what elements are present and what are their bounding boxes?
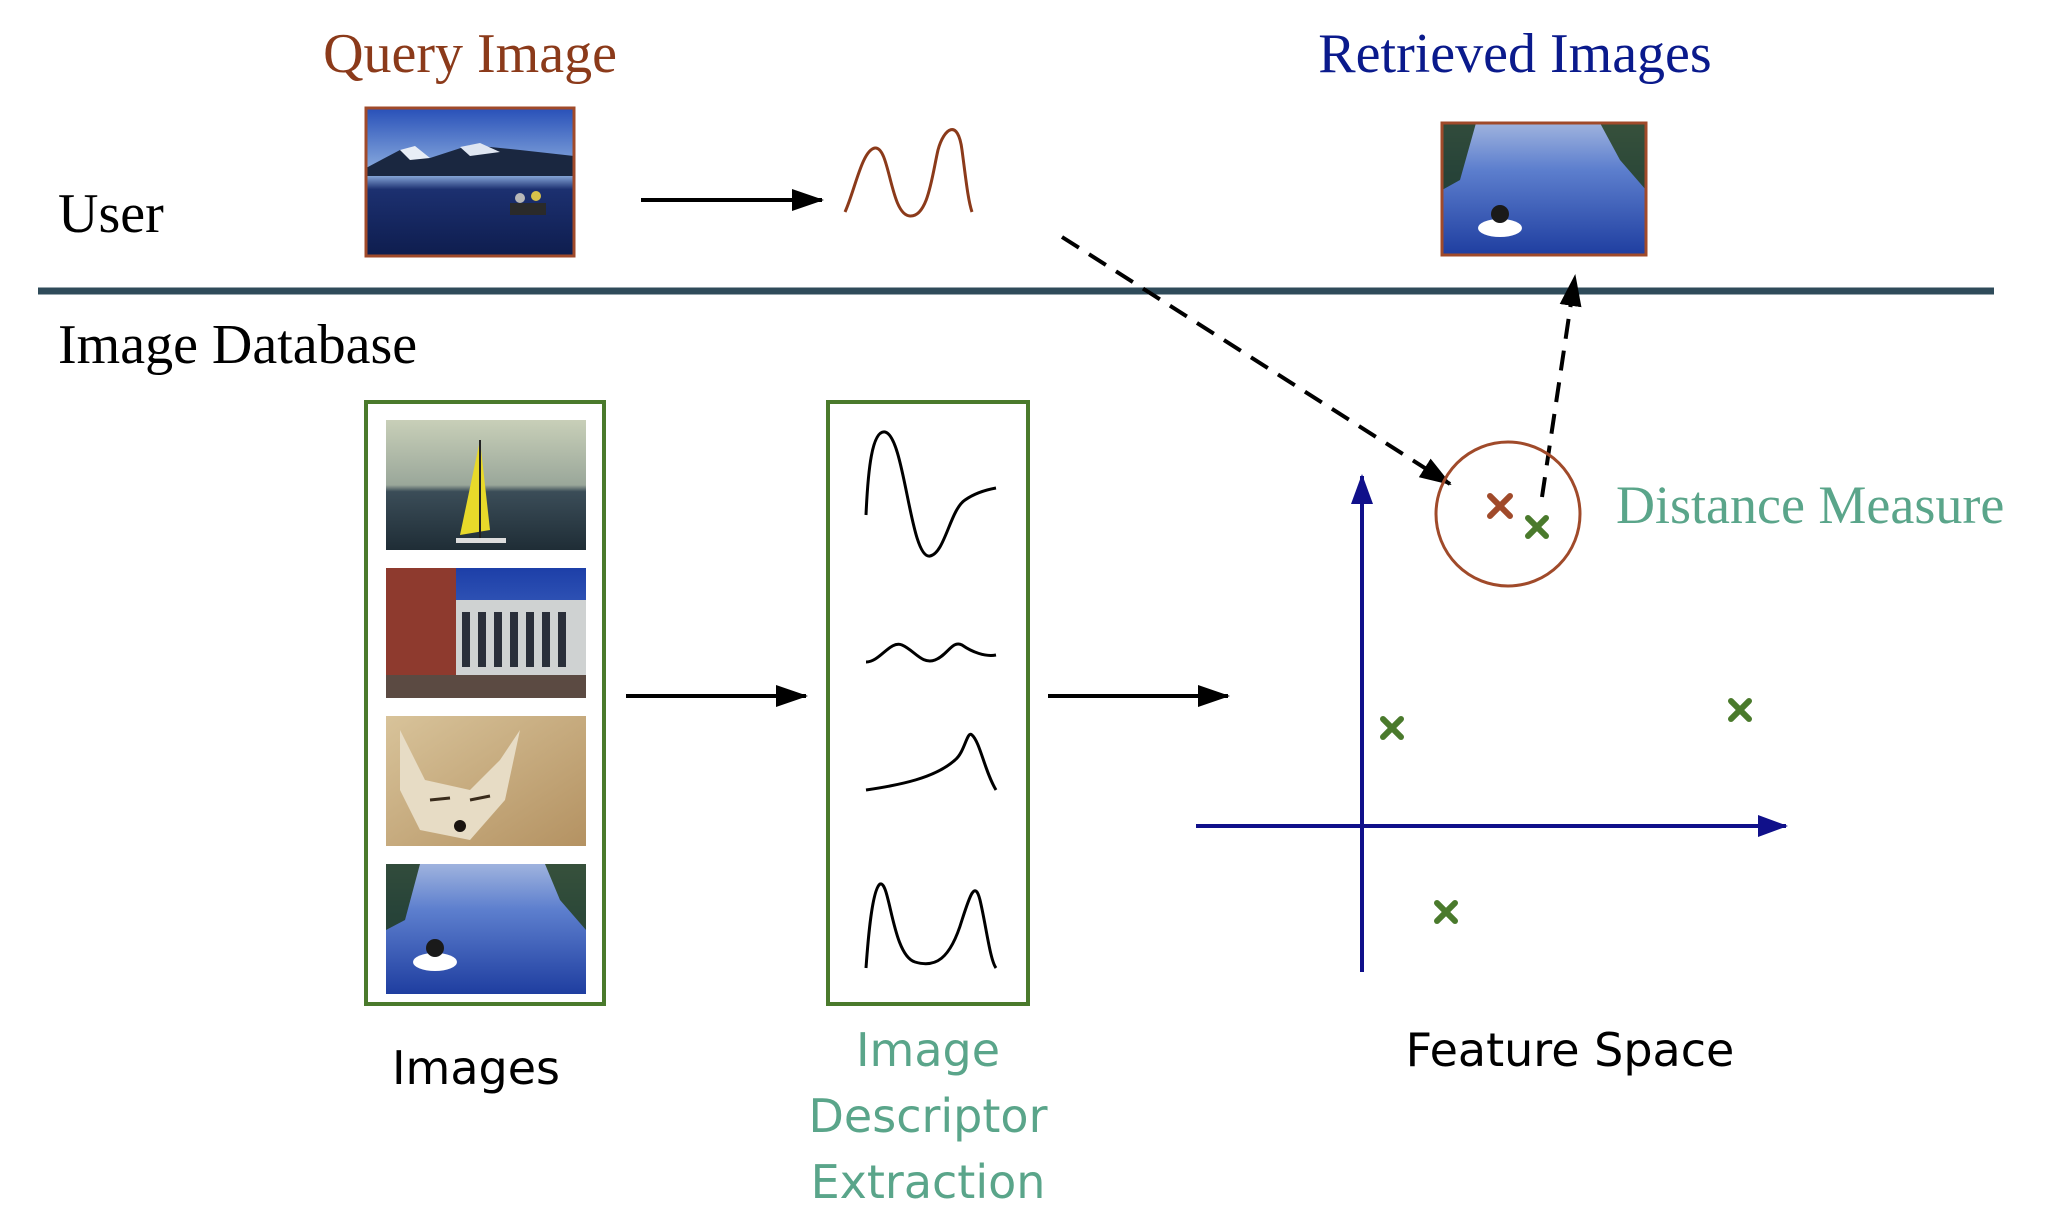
feature-point-marker bbox=[1728, 698, 1752, 722]
descriptor-box bbox=[826, 400, 1030, 1006]
query-descriptor-curve bbox=[843, 128, 974, 218]
retrieved-thumbnail bbox=[1440, 121, 1648, 257]
query-point-marker bbox=[1487, 493, 1513, 519]
descriptor-label-line-3: Extraction bbox=[811, 1155, 1046, 1209]
feature-to-retrieved-dashed-arrow bbox=[1540, 274, 1582, 498]
match-point-marker bbox=[1525, 515, 1549, 539]
feature-point-marker bbox=[1434, 900, 1458, 924]
building-thumbnail bbox=[386, 568, 586, 698]
descriptor-curve-2 bbox=[865, 642, 997, 664]
query-thumbnail bbox=[364, 106, 576, 258]
windsurfer-thumbnail bbox=[386, 420, 586, 550]
retrieved-images-title: Retrieved Images bbox=[1318, 23, 1711, 85]
distance-circle bbox=[1434, 440, 1582, 588]
descriptor-curve-3 bbox=[865, 732, 998, 792]
images-box bbox=[364, 400, 606, 1006]
feature-point-marker bbox=[1380, 716, 1404, 740]
user-label: User bbox=[58, 183, 164, 245]
boat-wake-thumbnail bbox=[386, 864, 586, 994]
distance-measure-label: Distance Measure bbox=[1616, 475, 2004, 535]
descriptor-label-line-2: Descriptor bbox=[809, 1089, 1048, 1143]
image-database-label: Image Database bbox=[58, 314, 417, 376]
images-label: Images bbox=[392, 1041, 560, 1095]
descriptor-label-line-1: Image bbox=[856, 1023, 1000, 1077]
fox-thumbnail bbox=[386, 716, 586, 846]
descriptor-curve-4 bbox=[864, 882, 998, 969]
feature-space-label: Feature Space bbox=[1406, 1023, 1735, 1077]
query-image-title: Query Image bbox=[323, 23, 617, 85]
descriptor-curve-1 bbox=[864, 430, 997, 558]
query-to-feature-dashed-arrow bbox=[1060, 235, 1452, 486]
